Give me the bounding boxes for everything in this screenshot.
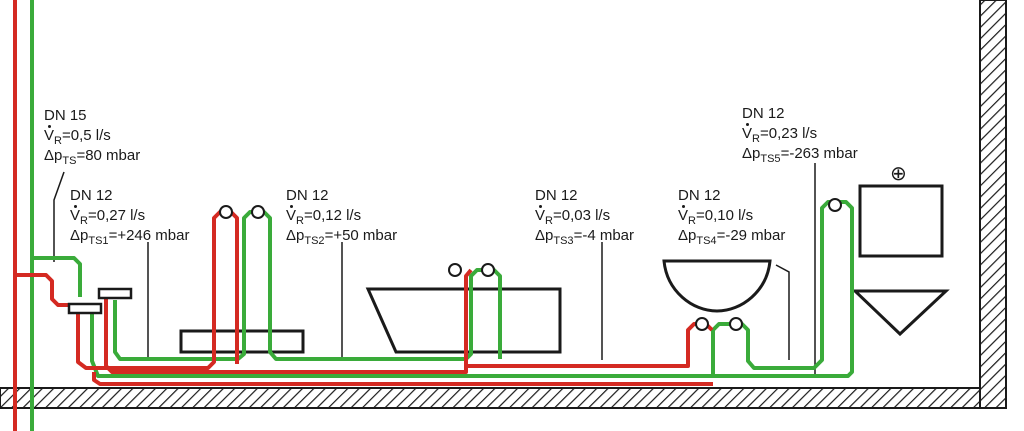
label-dn: DN 12 bbox=[535, 187, 578, 204]
manifold-green bbox=[97, 287, 133, 300]
label-dn: DN 15 bbox=[44, 107, 87, 124]
plus-icon: ⊕ bbox=[890, 161, 907, 185]
label-pressure: ΔpTS5=-263 mbar bbox=[742, 145, 858, 165]
label-ts3: DN 12 VR=0,03 l/s ΔpTS3=-4 mbar bbox=[535, 186, 635, 247]
label-flow: VR=0,10 l/s bbox=[678, 205, 754, 227]
label-flow: VR=0,03 l/s bbox=[535, 205, 611, 227]
label-ts1: DN 12 VR=0,27 l/s ΔpTS1=+246 mbar bbox=[70, 186, 190, 247]
label-dn: DN 12 bbox=[286, 187, 329, 204]
label-dn: DN 12 bbox=[678, 187, 721, 204]
floor-slab bbox=[0, 387, 1007, 409]
outlet-bath-red bbox=[448, 263, 462, 277]
leader-lines bbox=[53, 163, 816, 374]
label-flow: VR=0,27 l/s bbox=[70, 205, 146, 227]
label-pressure: ΔpTS4=-29 mbar bbox=[678, 227, 786, 247]
label-pressure: ΔpTS=80 mbar bbox=[44, 147, 141, 167]
label-flow: VR=0,23 l/s bbox=[742, 123, 818, 145]
supply-pipes bbox=[13, 0, 714, 431]
label-ts4: DN 12 VR=0,10 l/s ΔpTS4=-29 mbar bbox=[678, 186, 786, 247]
label-pressure: ΔpTS2=+50 mbar bbox=[286, 227, 398, 247]
label-dn: DN 12 bbox=[70, 187, 113, 204]
outlets bbox=[219, 198, 842, 331]
return-pipes bbox=[30, 0, 854, 431]
manifold-red bbox=[67, 302, 103, 315]
outlet-boiler-green bbox=[828, 198, 842, 212]
outlet-shower-green bbox=[251, 205, 265, 219]
right-wall bbox=[979, 0, 1007, 409]
outlet-shower-red bbox=[219, 205, 233, 219]
label-main-pipe: DN 15 VR=0,5 l/s ΔpTS=80 mbar bbox=[44, 106, 141, 167]
label-dn: DN 12 bbox=[742, 105, 785, 122]
manifolds bbox=[67, 287, 133, 315]
label-ts2: DN 12 VR=0,12 l/s ΔpTS2=+50 mbar bbox=[286, 186, 398, 247]
label-flow: VR=0,5 l/s bbox=[44, 125, 111, 147]
boiler bbox=[858, 184, 944, 258]
label-ts5: DN 12 VR=0,23 l/s ΔpTS5=-263 mbar bbox=[742, 104, 858, 165]
outlet-basin-green bbox=[729, 317, 743, 331]
label-flow: VR=0,12 l/s bbox=[286, 205, 362, 227]
label-pressure: ΔpTS3=-4 mbar bbox=[535, 227, 635, 247]
outlet-basin-red bbox=[695, 317, 709, 331]
label-pressure: ΔpTS1=+246 mbar bbox=[70, 227, 190, 247]
building-walls bbox=[0, 0, 1007, 409]
toilet-cistern bbox=[851, 289, 950, 337]
outlet-bath-green bbox=[481, 263, 495, 277]
washbasin bbox=[662, 259, 772, 313]
